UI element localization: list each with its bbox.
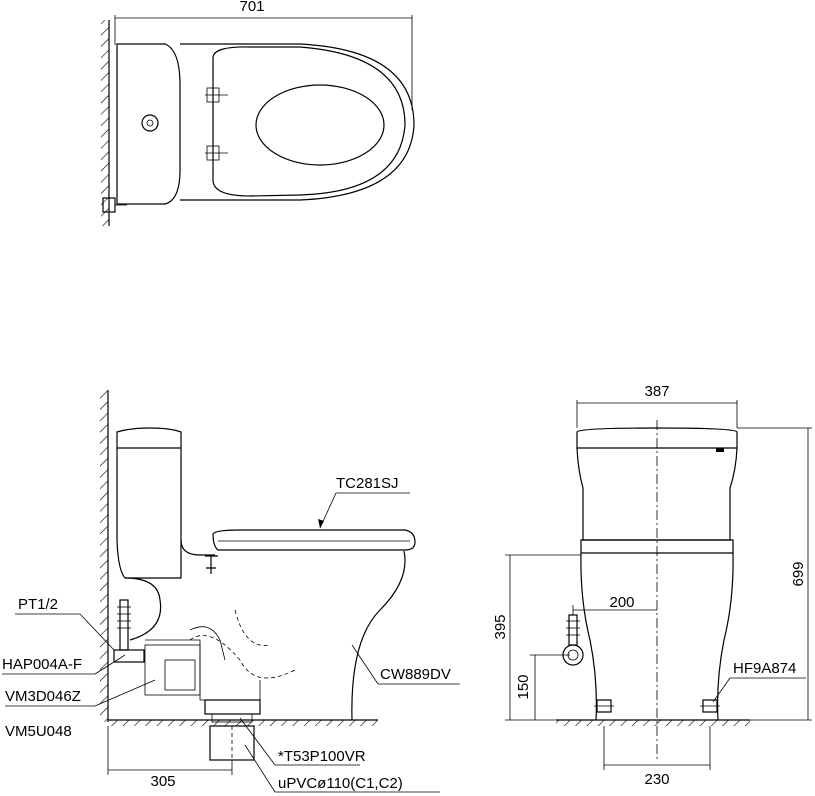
bowl-back (124, 577, 162, 641)
seat-lid (212, 46, 406, 197)
dim-230: 230 (644, 771, 669, 788)
flush-valve (144, 644, 201, 696)
label-bolt: HF9A874 (733, 660, 796, 677)
dim-395: 395 (492, 614, 509, 639)
side-wall-hatch (100, 390, 108, 722)
label-valve: HAP004A-F (2, 656, 82, 673)
label-inlet: PT1/2 (18, 596, 58, 613)
tank-top (116, 43, 181, 205)
dim-701: 701 (239, 0, 264, 15)
front-view: 387 699 395 150 200 (492, 383, 812, 788)
seat-opening (255, 84, 385, 166)
side-tank (116, 448, 182, 579)
front-bowl-left (580, 552, 597, 721)
label-outlet: VM5U048 (5, 723, 72, 740)
flush-button (141, 114, 159, 132)
dim-150: 150 (515, 674, 532, 699)
bowl-front (351, 550, 406, 721)
side-seat (212, 529, 416, 551)
bowl-outline (180, 43, 415, 201)
label-flush: VM3D046Z (5, 688, 81, 705)
label-pipe: uPVCø110(C1,C2) (278, 775, 403, 792)
wall-hatch (101, 20, 109, 226)
side-hinge (205, 555, 218, 574)
dim-200: 200 (609, 594, 634, 611)
dim-305: 305 (150, 773, 175, 790)
front-bowl-right (717, 552, 734, 721)
front-tank-lid (576, 427, 738, 449)
label-bowl: CW889DV (380, 666, 451, 683)
supply-valve (119, 599, 129, 651)
dim-699: 699 (790, 561, 807, 586)
side-tank-lid (116, 427, 182, 449)
top-view: 701 (101, 0, 415, 226)
label-seat: TC281SJ (336, 475, 399, 492)
drain-flange (204, 699, 261, 715)
label-flange: *T53P100VR (278, 748, 366, 765)
side-view: 305 TC281SJ CW889DV PT1/2 HAP004A-F VM3D… (2, 390, 460, 793)
dim-387: 387 (644, 383, 669, 400)
